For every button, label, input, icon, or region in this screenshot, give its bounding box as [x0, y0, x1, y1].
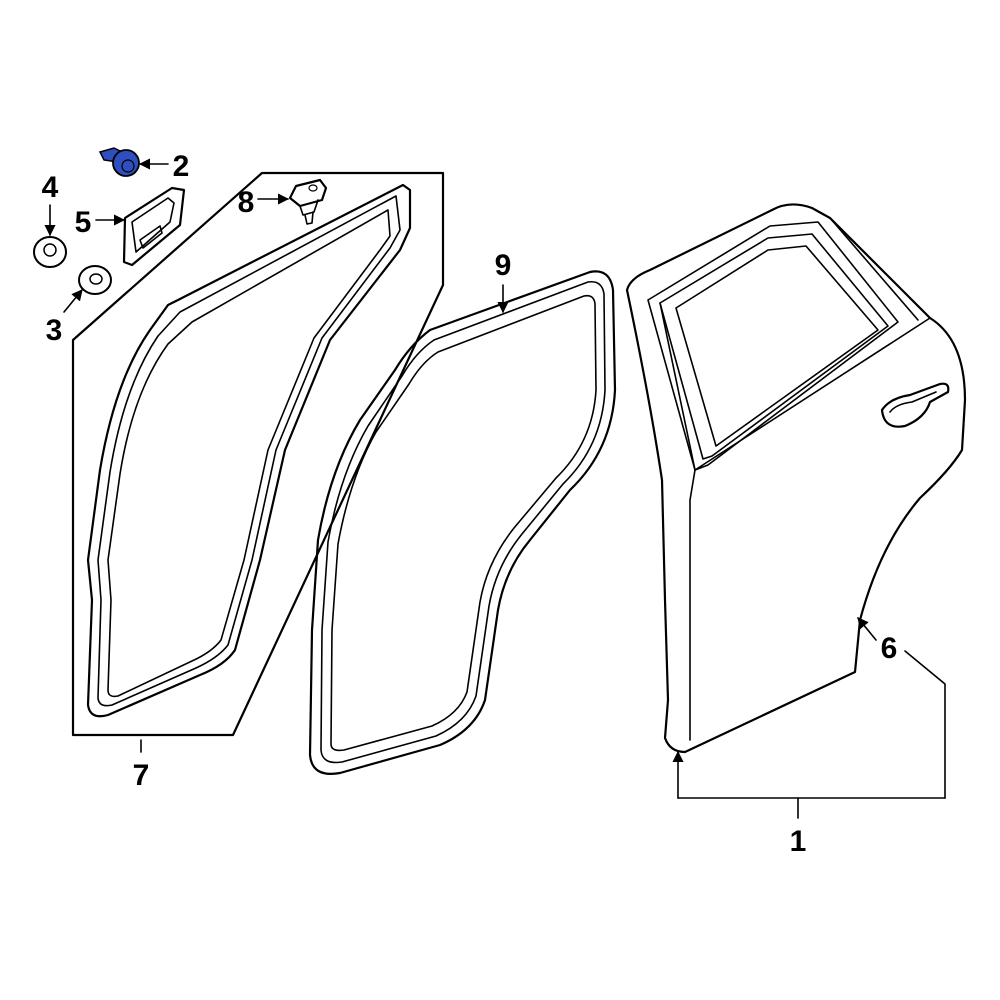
callout-4: 4 [42, 171, 59, 204]
part-7-weatherstrip[interactable] [86, 183, 412, 718]
callout-3: 3 [46, 314, 63, 347]
part-9-door-weatherstrip[interactable] [308, 270, 617, 775]
callout-7: 7 [133, 759, 150, 792]
leader-lines [44, 158, 946, 819]
part-3-grommet[interactable] [78, 265, 112, 295]
callout-9: 9 [495, 249, 512, 282]
callout-6: 6 [881, 632, 898, 665]
part-8-retainer[interactable] [288, 178, 328, 225]
callout-2: 2 [173, 150, 190, 183]
part-5-bracket[interactable] [122, 186, 186, 267]
part-2-clip[interactable] [98, 147, 140, 177]
part-7-group-frame [71, 171, 445, 737]
part-4-grommet[interactable] [33, 236, 67, 268]
part-1-door-shell[interactable] [625, 203, 967, 754]
callout-5: 5 [75, 206, 92, 239]
callout-8: 8 [238, 186, 255, 219]
callout-1: 1 [790, 825, 807, 858]
